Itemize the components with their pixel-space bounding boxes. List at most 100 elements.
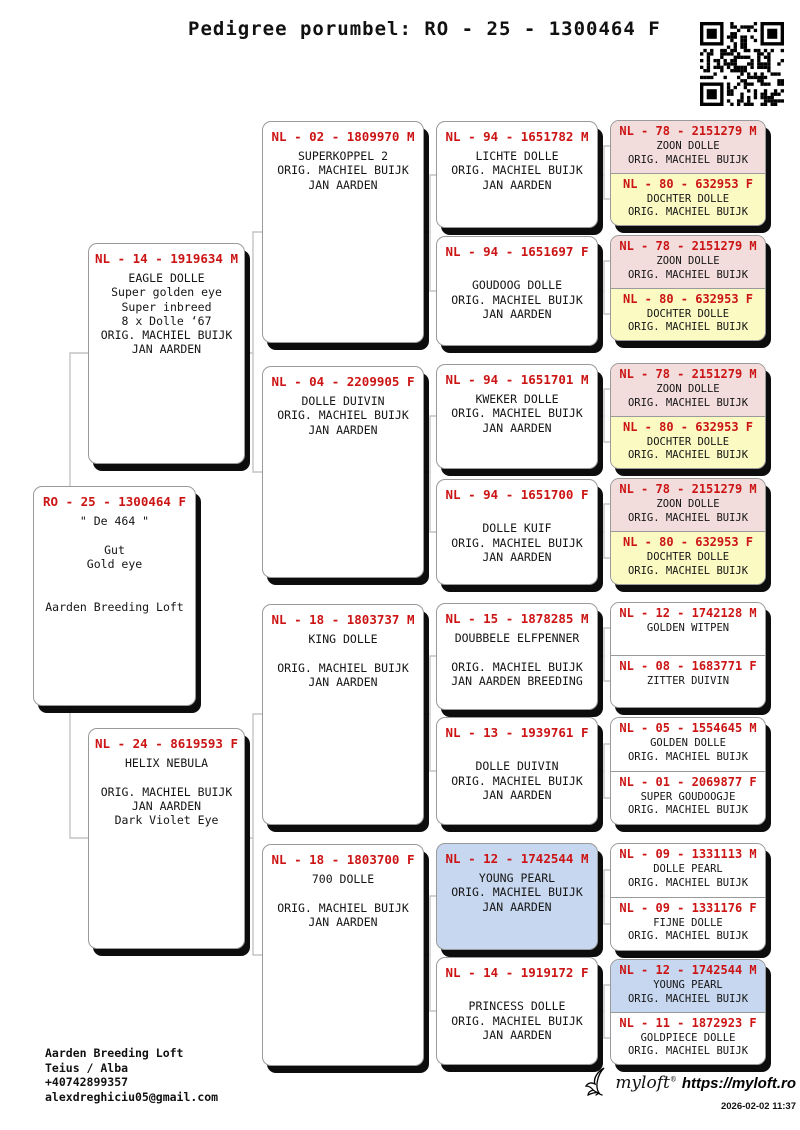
- bird-details: GOLDPIECE DOLLE ORIG. MACHIEL BUIJK: [627, 1031, 749, 1058]
- ring-number: NL - 12 - 1742544 M: [619, 963, 757, 977]
- ring-number: NL - 08 - 1683771 F: [619, 658, 757, 673]
- ring-number: NL - 94 - 1651701 M: [445, 372, 589, 387]
- ring-number: NL - 18 - 1803700 F: [271, 852, 415, 867]
- ring-number: NL - 80 - 632953 F: [622, 419, 754, 434]
- bird-details: DOCHTER DOLLE ORIG. MACHIEL BUIJK: [627, 551, 749, 577]
- ring-number: NL - 12 - 1742544 M: [445, 851, 589, 866]
- ring-number: NL - 78 - 2151279 M: [619, 124, 757, 138]
- bird-details: DOCHTER DOLLE ORIG. MACHIEL BUIJK: [627, 192, 749, 219]
- ring-number: NL - 09 - 1331176 F: [619, 900, 757, 915]
- ring-number: NL - 18 - 1803737 M: [271, 612, 415, 627]
- bird-logo-icon: [584, 1066, 610, 1100]
- ring-number: NL - 94 - 1651697 F: [445, 244, 589, 259]
- box-ggparent-7: NL - 12 - 1742544 M YOUNG PEARL ORIG. MA…: [436, 843, 598, 950]
- bird-details: DOLLE DUIVIN ORIG. MACHIEL BUIJK JAN AAR…: [277, 394, 409, 437]
- ring-number: NL - 01 - 2069877 F: [619, 774, 757, 789]
- ggg-dam-box: NL - 80 - 632953 F DOCHTER DOLLE ORIG. M…: [611, 287, 765, 340]
- ring-number: NL - 09 - 1331113 M: [619, 847, 757, 861]
- bird-details: GOUDOOG DOLLE ORIG. MACHIEL BUIJK JAN AA…: [451, 278, 583, 321]
- ggg-sire-box: NL - 09 - 1331113 M DOLLE PEARL ORIG. MA…: [611, 844, 765, 897]
- ring-number: NL - 13 - 1939761 F: [445, 725, 589, 740]
- print-timestamp: 2026-02-02 11:37: [720, 1101, 796, 1112]
- box-subject: RO - 25 - 1300464 F " De 464 " Gut Gold …: [33, 486, 196, 706]
- myloft-logo: myloft®: [615, 1073, 677, 1093]
- ggg-sire-box: NL - 78 - 2151279 M ZOON DOLLE ORIG. MAC…: [611, 121, 765, 173]
- bird-details: KING DOLLE ORIG. MACHIEL BUIJK JAN AARDE…: [277, 632, 409, 689]
- ggg-pair-7: NL - 09 - 1331113 M DOLLE PEARL ORIG. MA…: [610, 843, 766, 951]
- ring-number: NL - 78 - 2151279 M: [619, 482, 757, 496]
- ring-number: NL - 14 - 1919634 M: [95, 251, 238, 266]
- ggg-sire-box: NL - 12 - 1742544 M YOUNG PEARL ORIG. MA…: [611, 960, 765, 1012]
- ring-number: NL - 04 - 2209905 F: [271, 374, 415, 389]
- bird-details: FIJNE DOLLE ORIG. MACHIEL BUIJK: [627, 916, 749, 943]
- ggg-dam-box: NL - 01 - 2069877 F SUPER GOUDOOGJE ORIG…: [611, 770, 765, 824]
- box-grandparent-3: NL - 18 - 1803737 M KING DOLLE ORIG. MAC…: [262, 604, 424, 825]
- ggg-sire-box: NL - 12 - 1742128 M GOLDEN WITPEN: [611, 603, 765, 655]
- box-grandparent-2: NL - 04 - 2209905 F DOLLE DUIVIN ORIG. M…: [262, 366, 424, 578]
- bird-details: ZOON DOLLE ORIG. MACHIEL BUIJK: [627, 255, 749, 281]
- bird-details: LICHTE DOLLE ORIG. MACHIEL BUIJK JAN AAR…: [451, 149, 583, 192]
- bird-details: HELIX NEBULA ORIG. MACHIEL BUIJK JAN AAR…: [100, 756, 233, 828]
- ggg-dam-box: NL - 80 - 632953 F DOCHTER DOLLE ORIG. M…: [611, 172, 765, 225]
- ring-number: NL - 15 - 1878285 M: [445, 611, 589, 626]
- qr-code: [700, 22, 784, 106]
- ring-number: NL - 14 - 1919172 F: [445, 965, 589, 980]
- bird-details: YOUNG PEARL ORIG. MACHIEL BUIJK JAN AARD…: [451, 871, 583, 914]
- ggg-dam-box: NL - 11 - 1872923 F GOLDPIECE DOLLE ORIG…: [611, 1011, 765, 1064]
- ring-number: NL - 94 - 1651782 M: [445, 129, 589, 144]
- box-dam: NL - 24 - 8619593 F HELIX NEBULA ORIG. M…: [88, 728, 245, 949]
- loft-email: alexdreghiciu05@gmail.com: [45, 1089, 219, 1104]
- ggg-dam-box: NL - 80 - 632953 F DOCHTER DOLLE ORIG. M…: [611, 415, 765, 468]
- bird-details: SUPERKOPPEL 2 ORIG. MACHIEL BUIJK JAN AA…: [277, 149, 409, 192]
- ggg-sire-box: NL - 78 - 2151279 M ZOON DOLLE ORIG. MAC…: [611, 479, 765, 531]
- ggg-dam-box: NL - 09 - 1331176 F FIJNE DOLLE ORIG. MA…: [611, 896, 765, 950]
- footer-contact: Aarden Breeding Loft Teius / Alba +40742…: [45, 1046, 218, 1104]
- ggg-sire-box: NL - 78 - 2151279 M ZOON DOLLE ORIG. MAC…: [611, 236, 765, 288]
- ggg-pair-4: NL - 78 - 2151279 M ZOON DOLLE ORIG. MAC…: [610, 478, 766, 585]
- ggg-pair-6: NL - 05 - 1554645 M GOLDEN DOLLE ORIG. M…: [610, 717, 766, 825]
- ggg-sire-box: NL - 05 - 1554645 M GOLDEN DOLLE ORIG. M…: [611, 718, 765, 771]
- loft-phone: +40742899357: [45, 1075, 129, 1089]
- ggg-pair-2: NL - 78 - 2151279 M ZOON DOLLE ORIG. MAC…: [610, 235, 766, 341]
- box-grandparent-4: NL - 18 - 1803700 F 700 DOLLE ORIG. MACH…: [262, 844, 424, 1066]
- footer-brand: myloft® https://myloft.ro 2026-02-02 11:…: [585, 1066, 796, 1112]
- ggg-pair-5: NL - 12 - 1742128 M GOLDEN WITPEN NL - 0…: [610, 602, 766, 708]
- loft-name: Aarden Breeding Loft: [45, 1046, 184, 1060]
- ring-number: NL - 12 - 1742128 M: [619, 606, 757, 620]
- site-url[interactable]: https://myloft.ro: [681, 1074, 796, 1092]
- ring-number: NL - 11 - 1872923 F: [619, 1015, 757, 1030]
- ring-number: NL - 02 - 1809970 M: [271, 129, 415, 144]
- bird-details: ZOON DOLLE ORIG. MACHIEL BUIJK: [627, 383, 749, 409]
- bird-details: 700 DOLLE ORIG. MACHIEL BUIJK JAN AARDEN: [277, 872, 409, 929]
- bird-details: KWEKER DOLLE ORIG. MACHIEL BUIJK JAN AAR…: [451, 392, 583, 435]
- page-title: Pedigree porumbel: RO - 25 - 1300464 F: [188, 18, 661, 40]
- ring-number: NL - 24 - 8619593 F: [95, 736, 238, 751]
- bird-details: GOLDEN WITPEN: [646, 622, 730, 634]
- ring-number: NL - 80 - 632953 F: [622, 535, 754, 549]
- ring-number: NL - 05 - 1554645 M: [619, 721, 757, 735]
- box-ggparent-8: NL - 14 - 1919172 F PRINCESS DOLLE ORIG.…: [436, 957, 598, 1065]
- bird-details: DOCHTER DOLLE ORIG. MACHIEL BUIJK: [627, 307, 749, 334]
- box-ggparent-5: NL - 15 - 1878285 M DOUBBELE ELFPENNER O…: [436, 603, 598, 710]
- ring-number: NL - 94 - 1651700 F: [445, 487, 589, 502]
- registered-mark: ®: [669, 1075, 677, 1084]
- bird-details: GOLDEN DOLLE ORIG. MACHIEL BUIJK: [627, 737, 749, 763]
- ring-number: NL - 78 - 2151279 M: [619, 367, 757, 381]
- box-ggparent-2: NL - 94 - 1651697 F GOUDOOG DOLLE ORIG. …: [436, 236, 598, 346]
- ggg-dam-box: NL - 08 - 1683771 F ZITTER DUIVIN: [611, 654, 765, 707]
- ggg-sire-box: NL - 78 - 2151279 M ZOON DOLLE ORIG. MAC…: [611, 364, 765, 416]
- ring-number: NL - 78 - 2151279 M: [619, 239, 757, 253]
- box-ggparent-6: NL - 13 - 1939761 F DOLLE DUIVIN ORIG. M…: [436, 717, 598, 825]
- bird-details: ZOON DOLLE ORIG. MACHIEL BUIJK: [627, 140, 749, 166]
- box-ggparent-1: NL - 94 - 1651782 M LICHTE DOLLE ORIG. M…: [436, 121, 598, 228]
- bird-details: PRINCESS DOLLE ORIG. MACHIEL BUIJK JAN A…: [451, 999, 583, 1042]
- bird-details: YOUNG PEARL ORIG. MACHIEL BUIJK: [627, 979, 749, 1005]
- ggg-pair-3: NL - 78 - 2151279 M ZOON DOLLE ORIG. MAC…: [610, 363, 766, 469]
- ggg-pair-1: NL - 78 - 2151279 M ZOON DOLLE ORIG. MAC…: [610, 120, 766, 226]
- box-ggparent-3: NL - 94 - 1651701 M KWEKER DOLLE ORIG. M…: [436, 364, 598, 469]
- ring-number: NL - 80 - 632953 F: [622, 176, 754, 191]
- ggg-dam-box: NL - 80 - 632953 F DOCHTER DOLLE ORIG. M…: [611, 531, 765, 584]
- bird-details: ZOON DOLLE ORIG. MACHIEL BUIJK: [627, 498, 749, 524]
- bird-details: DOLLE DUIVIN ORIG. MACHIEL BUIJK JAN AAR…: [451, 759, 583, 802]
